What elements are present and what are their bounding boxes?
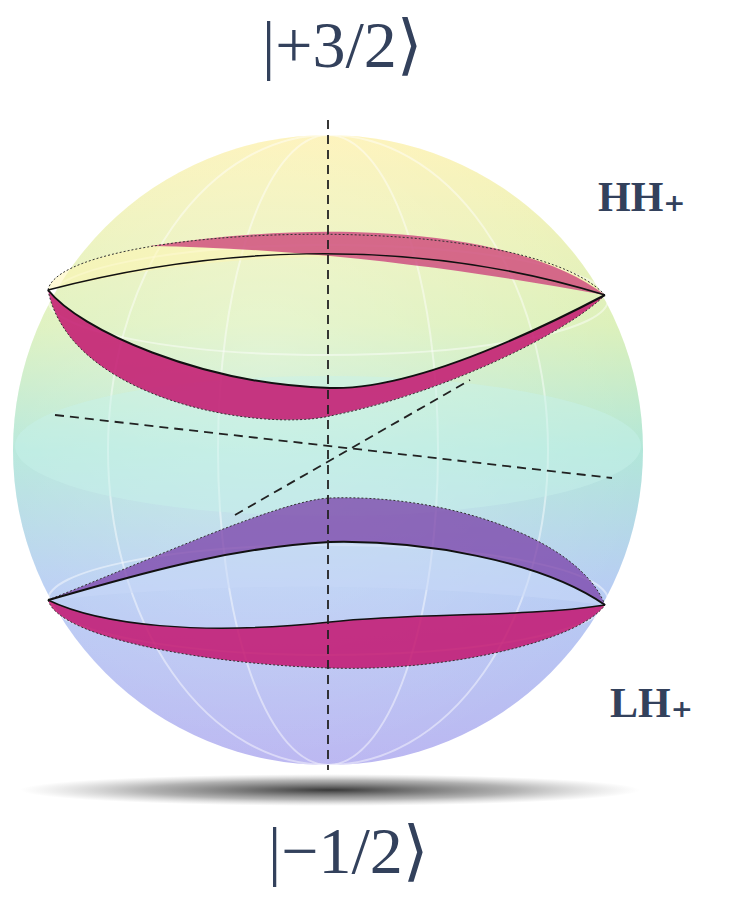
hh-loop	[48, 232, 605, 420]
band-label: LH₊	[610, 682, 693, 724]
lh-loop	[48, 498, 605, 669]
state-ket-top: |+3/2⟩	[262, 12, 423, 78]
band-label: HH₊	[598, 176, 686, 218]
state-ket-bottom: |−1/2⟩	[268, 818, 429, 884]
sphere-shadow	[20, 774, 640, 806]
axes	[55, 120, 612, 770]
